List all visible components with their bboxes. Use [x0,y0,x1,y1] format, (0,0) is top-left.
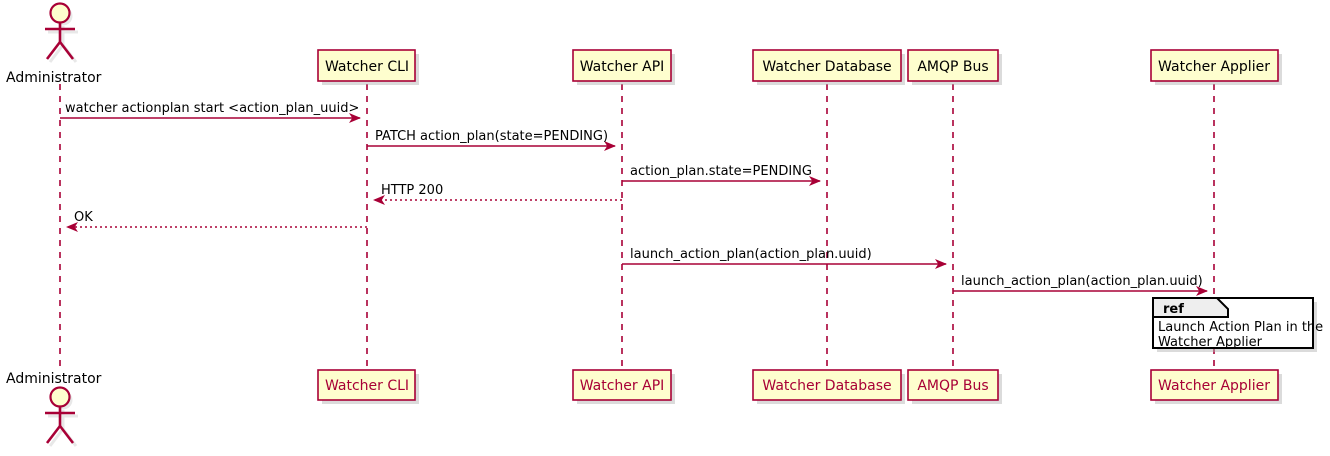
ref-fragment-line-2: Watcher Applier [1158,335,1263,350]
message-2-patch-action-plan[interactable]: PATCH action_plan(state=PENDING) [367,129,616,151]
participant-box-applier-bottom[interactable]: Watcher Applier [1150,369,1282,404]
participant-box-rect [317,369,416,401]
participant-box-rect [907,49,999,82]
participant-box-rect [752,369,902,401]
message-3-action-plan-state-pending[interactable]: action_plan.state=PENDING [622,164,821,186]
participant-box-rect [317,49,416,82]
lifelines-group [59,84,1215,370]
message-label: launch_action_plan(action_plan.uuid) [961,274,1203,289]
message-1-watcher-actionplan-start[interactable]: watcher actionplan start <action_plan_uu… [60,101,361,123]
participant-box-database-top[interactable]: Watcher Database [752,49,905,85]
message-label: launch_action_plan(action_plan.uuid) [630,247,872,262]
message-6-launch-action-plan-api-amqp[interactable]: launch_action_plan(action_plan.uuid) [622,247,947,269]
message-7-launch-action-plan-amqp-applier[interactable]: launch_action_plan(action_plan.uuid) [953,274,1208,296]
participant-box-database-bottom[interactable]: Watcher Database [752,369,905,404]
participant-box-amqp-top[interactable]: AMQP Bus [907,49,1002,85]
participant-box-api-bottom[interactable]: Watcher API [572,369,675,404]
participant-label-api-top: Watcher API [580,59,665,75]
participant-box-rect [752,49,902,82]
participant-label-database-top: Watcher Database [762,59,891,75]
participant-label-applier-top: Watcher Applier [1158,59,1270,75]
participant-box-rect [907,369,999,401]
message-label: OK [74,210,93,225]
ref-fragment-keyword: ref [1163,302,1184,317]
participant-label-cli-top: Watcher CLI [325,59,409,75]
participant-label-amqp-bottom: AMQP Bus [917,378,988,394]
actor-stick-figure-icon-main [45,2,75,60]
participant-box-rect [1150,369,1279,401]
participant-box-api-top[interactable]: Watcher API [572,49,675,85]
participant-box-cli-top[interactable]: Watcher CLI [317,49,419,85]
participant-box-applier-top[interactable]: Watcher Applier [1150,49,1282,85]
participant-box-rect [572,49,672,82]
participant-box-cli-bottom[interactable]: Watcher CLI [317,369,419,404]
participant-box-rect [572,369,672,401]
actor-label-bottom: Administrator [6,371,102,387]
message-label: PATCH action_plan(state=PENDING) [375,129,608,144]
actor-stick-figure-icon-bottom [45,386,75,444]
actor-administrator-top[interactable]: Administrator [6,2,102,87]
participant-box-rect [1150,49,1279,82]
participant-label-api-bottom: Watcher API [580,378,665,394]
message-5-ok[interactable]: OK [66,210,367,232]
ref-fragment[interactable]: ref Launch Action Plan in the Watcher Ap… [1152,297,1323,352]
ref-fragment-header-tab [1152,297,1229,318]
participant-label-amqp-top: AMQP Bus [917,59,988,75]
actor-administrator-bottom[interactable]: Administrator [6,371,102,447]
participant-label-cli-bottom: Watcher CLI [325,378,409,394]
message-label: action_plan.state=PENDING [630,164,812,179]
participant-label-applier-bottom: Watcher Applier [1158,378,1270,394]
ref-fragment-line-1: Launch Action Plan in the [1158,320,1323,335]
participant-label-database-bottom: Watcher Database [762,378,891,394]
actor-label-top: Administrator [6,70,102,86]
participant-box-amqp-bottom[interactable]: AMQP Bus [907,369,1002,404]
message-label: watcher actionplan start <action_plan_uu… [65,101,359,116]
message-label: HTTP 200 [381,183,443,198]
message-4-http-200[interactable]: HTTP 200 [373,183,622,205]
